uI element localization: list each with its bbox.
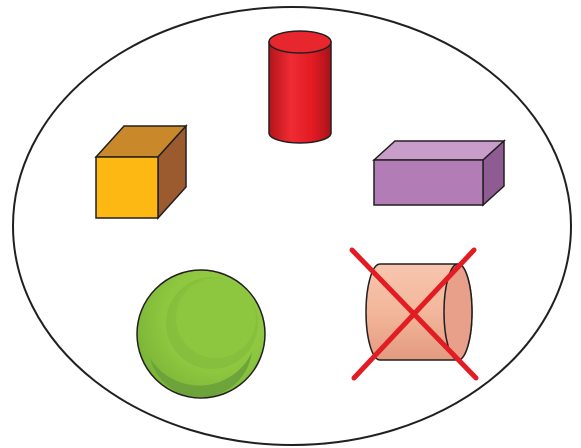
shape-cylinder [269, 31, 331, 143]
shape-rectangular-prism [374, 141, 504, 205]
shape-sphere [137, 270, 265, 398]
